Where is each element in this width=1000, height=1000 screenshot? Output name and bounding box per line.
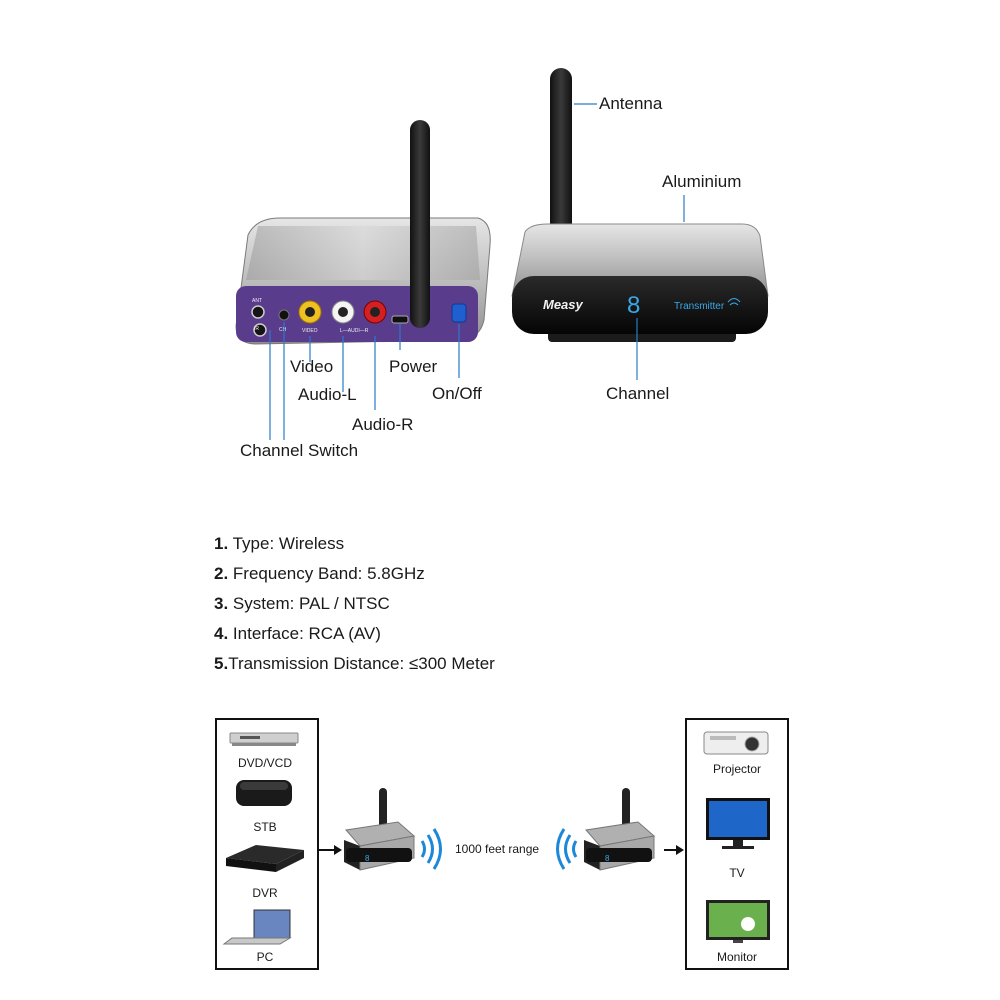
source-label-dvd: DVD/VCD <box>237 756 292 770</box>
video-label: VIDEO <box>302 328 318 334</box>
spec-item: 1. Type: Wireless <box>214 534 345 553</box>
laptop-icon <box>222 909 292 945</box>
output-label-tv: TV <box>729 866 745 880</box>
receiver-back-view: ANT IR CH VIDEO L—AUDI—R <box>235 120 491 345</box>
ant-label: ANT <box>252 298 262 304</box>
dvd-player-icon <box>229 732 299 746</box>
audio-l-callout: Audio-L <box>298 385 357 404</box>
wifi-icon <box>727 298 741 306</box>
ch-label: CH <box>279 327 287 333</box>
callout-lines <box>269 103 685 440</box>
source-label-dvr: DVR <box>252 886 278 900</box>
brand-logo: Measy <box>543 297 584 312</box>
arrow-icon <box>676 845 684 855</box>
signal-waves-icon <box>556 828 578 870</box>
svg-text:8: 8 <box>605 854 610 863</box>
transmitter-small-icon: 8 <box>344 788 416 871</box>
spec-item: 4. Interface: RCA (AV) <box>214 624 381 643</box>
ir-jack <box>253 323 267 337</box>
spec-item: 2. Frequency Band: 5.8GHz <box>214 564 425 583</box>
front-black-panel <box>512 276 768 334</box>
on-off-switch[interactable] <box>451 303 467 323</box>
power-port <box>391 315 409 324</box>
monitor-icon <box>706 900 770 943</box>
range-label: 1000 feet range <box>455 842 540 856</box>
spec-item: 5.Transmission Distance: ≤300 Meter <box>214 654 495 673</box>
output-label-projector: Projector <box>712 762 762 776</box>
on-off-callout: On/Off <box>432 384 482 403</box>
ch-button[interactable] <box>278 309 290 321</box>
receiver-antenna <box>410 120 430 328</box>
svg-text:8: 8 <box>365 854 370 863</box>
stb-icon <box>236 780 292 806</box>
receiver-small-icon: 8 <box>584 788 656 871</box>
output-label-monitor: Monitor <box>716 950 757 964</box>
channel-callout: Channel <box>606 384 670 403</box>
audio-label: L—AUDI—R <box>340 328 369 334</box>
transmitter-label: Transmitter <box>674 301 725 312</box>
ant-jack <box>251 305 265 319</box>
channel-display: 8 <box>627 292 640 319</box>
power-callout: Power <box>389 357 438 376</box>
ir-label: IR <box>254 326 259 332</box>
audio-r-callout: Audio-R <box>352 415 414 434</box>
projector-icon <box>703 731 769 755</box>
product-illustration: ANT IR CH VIDEO L—AUDI—R Measy 8 Transmi… <box>235 68 769 440</box>
connection-diagram: 8 8 <box>222 731 770 945</box>
video-callout: Video <box>290 357 334 376</box>
arrow-icon <box>334 845 342 855</box>
antenna-callout: Antenna <box>599 94 663 113</box>
channel-switch-callout: Channel Switch <box>240 441 359 460</box>
signal-waves-icon <box>420 828 442 870</box>
tv-icon <box>706 798 770 849</box>
aluminium-callout: Aluminium <box>662 172 742 191</box>
transmitter-antenna <box>550 68 572 248</box>
transmitter-front-view: Measy 8 Transmitter <box>511 68 769 342</box>
source-label-pc: PC <box>256 950 274 964</box>
dvr-icon <box>226 845 304 872</box>
source-label-stb: STB <box>253 820 277 834</box>
spec-item: 3. System: PAL / NTSC <box>214 594 390 613</box>
